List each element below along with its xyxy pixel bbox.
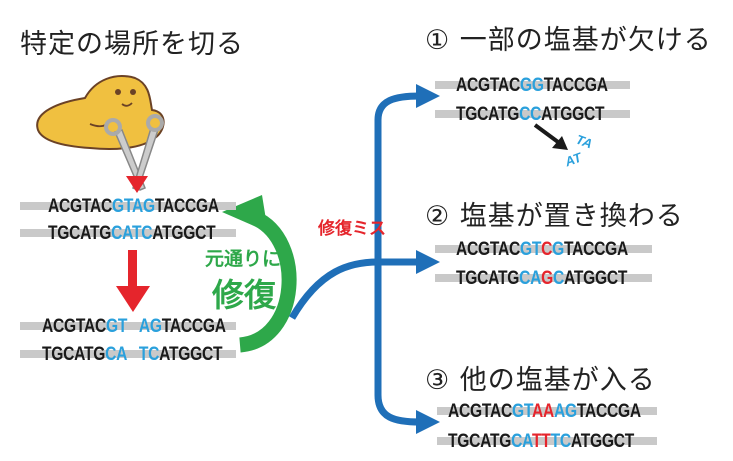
base-segment: TACCGA [161, 316, 226, 337]
base-segment: TGCATG [448, 431, 512, 452]
base-segment: GTAG [112, 196, 155, 217]
base-segment: TACCGA [564, 239, 629, 260]
outcome-3-title: ③ 他の塩基が入る [425, 365, 656, 396]
base-segment: GT [520, 239, 542, 260]
green-repair-arrow-icon [222, 195, 297, 353]
repair-label-line2: 修復 [212, 276, 277, 314]
dna-strand-bar [20, 229, 236, 237]
base-segment: AA [531, 401, 555, 422]
original-top-strand: ACGTACGTAGTACCGA [48, 197, 219, 217]
dna-strand-bar [20, 350, 236, 358]
base-segment: ACGTAC [448, 401, 513, 422]
base-segment: GT [106, 316, 128, 337]
base-segment: ATGGCT [152, 223, 216, 244]
base-segment: TGCATG [456, 268, 520, 289]
base-segment: CA [511, 431, 533, 452]
outcome-2-top-strand: ACGTACGTCGTACCGA [456, 240, 628, 260]
base-segment: G [541, 268, 554, 289]
outcome-1-title: ① 一部の塩基が欠ける [425, 25, 712, 56]
base-segment: ATGGCT [564, 268, 628, 289]
original-bottom-strand: TGCATGCATCATGGCT [48, 223, 216, 244]
outcome-1-bottom-strand: TGCATGCCATGGCT [456, 104, 605, 125]
base-segment: C [553, 268, 565, 289]
base-segment: ACGTAC [456, 239, 521, 260]
left-title: 特定の場所を切る [20, 29, 244, 60]
base-segment: ATGGCT [570, 431, 634, 452]
base-segment: GG [520, 75, 544, 96]
outcome-2-bottom-strand: TGCATGCAGCATGGCT [456, 269, 627, 289]
base-segment: CA [105, 344, 127, 365]
blue-arrowheads-icon [416, 84, 440, 434]
creature-icon [36, 75, 165, 150]
scissors-icon [104, 114, 164, 191]
base-segment: TC [550, 431, 572, 452]
base-segment: AG [138, 316, 162, 337]
base-segment: C [541, 239, 553, 260]
base-segment: GT [512, 401, 532, 422]
base-segment: TGCATG [456, 104, 520, 125]
base-segment: ACGTAC [48, 196, 113, 217]
base-segment [127, 316, 139, 337]
base-segment: TACCGA [543, 75, 608, 96]
base-segment: ATGGCT [159, 344, 223, 365]
red-down-arrow-icon [116, 250, 150, 312]
base-segment: ATGGCT [541, 104, 605, 125]
base-segment: G [552, 239, 565, 260]
base-segment: TGCATG [48, 223, 112, 244]
base-segment: CA [519, 268, 542, 289]
dna-strand-bar [20, 202, 236, 210]
base-segment: CC [519, 104, 542, 125]
base-segment: TC [138, 344, 160, 365]
dna-strand-bar [435, 81, 630, 89]
repair-label-line1: 元通りに [205, 248, 282, 270]
dna-strand-bar [435, 245, 652, 253]
outcome-3-top-strand: ACGTACGTAAAGTACCGA [448, 402, 641, 422]
base-segment [127, 344, 139, 365]
outcome-3-bottom-strand: TGCATGCATTTCATGGCT [448, 432, 634, 452]
base-segment: TGCATG [42, 344, 106, 365]
dna-strand-bar [435, 110, 630, 118]
base-segment: CATC [111, 223, 153, 244]
base-segment: ACGTAC [42, 316, 107, 337]
base-segment: TACCGA [154, 196, 219, 217]
outcome-2-title: ② 塩基が置き換わる [425, 201, 684, 232]
dna-strand-bar [435, 274, 652, 282]
cut-bottom-strand: TGCATGCA TCATGGCT [42, 344, 223, 365]
base-segment: ACGTAC [456, 75, 521, 96]
base-segment: AG [554, 401, 577, 422]
cut-marker-icon [126, 176, 148, 193]
blue-misrepair-arrows-icon [288, 92, 421, 426]
outcome-1-top-strand: ACGTACGGTACCGA [456, 76, 608, 96]
dna-strand-bar [437, 407, 657, 415]
black-arrow-icon [533, 123, 568, 150]
cut-top-strand: ACGTACGT AGTACCGA [42, 317, 226, 337]
base-segment: TACCGA [576, 401, 641, 422]
misrepair-label: 修復ミス [318, 219, 386, 239]
base-segment: TT [532, 431, 551, 452]
dna-strand-bar [20, 322, 236, 330]
dna-strand-bar [437, 437, 657, 445]
